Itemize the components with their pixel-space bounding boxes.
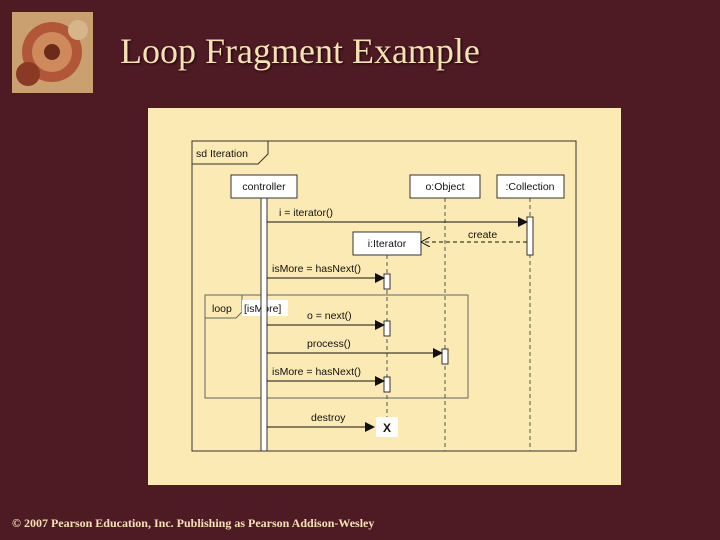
sd-frame xyxy=(191,140,577,452)
sd-frame-label: sd Iteration xyxy=(196,148,248,160)
message-label-has-next-2: isMore = hasNext() xyxy=(272,366,361,378)
iterator-activation-has-next-1 xyxy=(383,273,391,290)
message-label-has-next-1: isMore = hasNext() xyxy=(272,263,361,275)
message-label-destroy: destroy xyxy=(311,412,346,424)
object-activation-process xyxy=(441,348,449,365)
message-label-process: process() xyxy=(307,338,351,350)
message-label-next: o = next() xyxy=(307,310,352,322)
message-label-create: create xyxy=(468,229,497,241)
slide-title: Loop Fragment Example xyxy=(120,31,480,71)
sequence-diagram: sd Iteration loop [isMore] controller o:… xyxy=(148,108,621,485)
controller-head xyxy=(230,174,298,199)
iterator-head-label: i:Iterator xyxy=(368,238,407,250)
collection-head xyxy=(496,174,565,199)
message-label-iterator: i = iterator() xyxy=(279,207,333,219)
destroy-mark: X xyxy=(383,421,391,435)
copyright-footer: © 2007 Pearson Education, Inc. Publishin… xyxy=(12,516,375,530)
loop-fragment xyxy=(204,294,469,399)
destroy-mark-box xyxy=(376,417,398,437)
sd-frame-label-box xyxy=(191,141,269,165)
collection-head-label: :Collection xyxy=(505,181,554,193)
object-head-label: o:Object xyxy=(425,181,464,193)
iterator-activation-next xyxy=(383,320,391,337)
controller-activation xyxy=(260,197,268,452)
collection-activation xyxy=(526,216,534,256)
loop-operator-label: loop xyxy=(212,303,232,315)
iterator-activation-has-next-2 xyxy=(383,376,391,393)
gears-logo xyxy=(12,12,93,93)
controller-head-label: controller xyxy=(242,181,286,193)
object-head xyxy=(409,174,481,199)
